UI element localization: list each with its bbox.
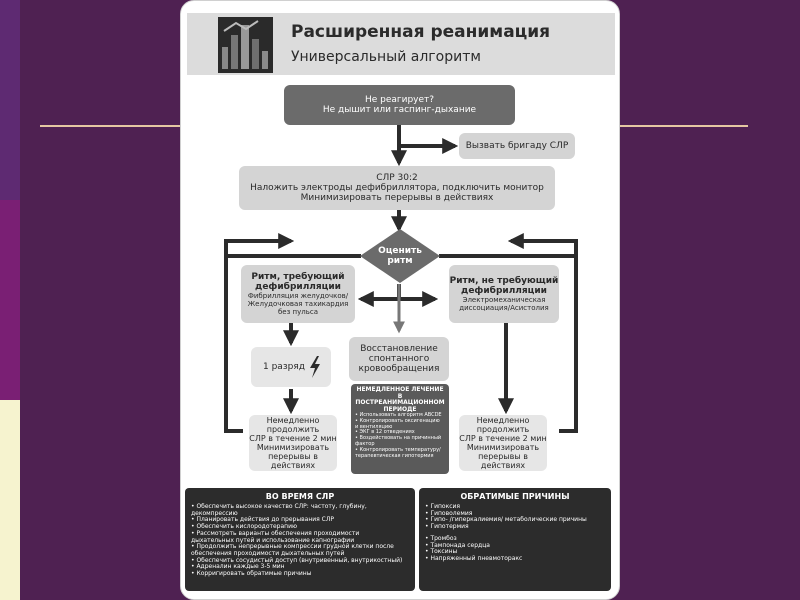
shockable-rhythm-box: Ритм, требующий дефибрилляции Фибрилляци… [241, 265, 355, 323]
during-cpr-item: декомпрессию [191, 509, 238, 517]
post-arrest-item: • Использовать алгоритм ABCDE [355, 412, 442, 418]
reversible-cause-item: • Напряженный пневмоторакс [425, 554, 523, 562]
shockable-text-3: без пульса [277, 308, 319, 316]
post-arrest-item: фактор [355, 440, 375, 447]
left-decor-strip-top [0, 0, 20, 200]
continue-cpr-right-box: Немедленно продолжить СЛР в течение 2 ми… [459, 415, 547, 471]
start-box: Не реагирует? Не дышит или гаспинг-дыхан… [284, 85, 515, 125]
reversible-cause-item: • Гипоксия [425, 503, 461, 510]
reversible-cause-item: • Токсины [425, 548, 458, 556]
reversible-causes-panel: ОБРАТИМЫЕ ПРИЧИНЫ • Гипоксия • Гиповолем… [419, 488, 611, 591]
during-cpr-item: • Обеспечить сосудистый доступ (внутриве… [191, 556, 403, 564]
reversible-cause-item: • Гипотермия [425, 523, 469, 531]
rosc-line-2: спонтанного [368, 354, 430, 364]
assess-line-1: Оценить [378, 246, 422, 256]
continue-left-line-1: Немедленно [266, 416, 320, 425]
continue-left-line-4: Минимизировать [256, 443, 330, 452]
assess-rhythm-label: Оценить ритм [369, 240, 431, 272]
continue-left-line-2: продолжить [266, 425, 320, 434]
during-cpr-item: • Обеспечить кислородотерапию [191, 523, 298, 531]
reversible-cause-item: • Гиповолемия [425, 509, 473, 517]
non-shockable-title-1: Ритм, не требующий [449, 276, 559, 286]
post-arrest-care-box: НЕМЕДЛЕННОЕ ЛЕЧЕНИЕ В ПОСТРЕАНИМАЦИОННОМ… [351, 384, 449, 474]
continue-cpr-left-box: Немедленно продолжить СЛР в течение 2 ми… [249, 415, 337, 471]
page-subtitle: Универсальный алгоритм [291, 49, 481, 65]
assess-line-2: ритм [387, 256, 413, 266]
during-cpr-item: • Продолжить непрерывные компрессии груд… [191, 543, 394, 551]
shockable-text-2: Желудочковая тахикардия [247, 300, 349, 308]
during-cpr-title: ВО ВРЕМЯ СЛР [265, 492, 335, 501]
reversible-cause-item: • Гипо- /гиперкалиемия/ метаболические п… [425, 516, 587, 524]
non-shockable-text-1: Электромеханическая [462, 296, 546, 304]
call-team-label: Вызвать бригаду СЛР [465, 141, 569, 151]
during-cpr-item: • Рассмотреть варианты обеспечения прохо… [191, 529, 360, 537]
during-cpr-item: • Адреналин каждые 3-5 мин [191, 563, 285, 571]
shockable-title-2: дефибрилляции [255, 282, 341, 292]
call-team-box: Вызвать бригаду СЛР [459, 133, 575, 159]
left-decor-strip-middle [0, 200, 20, 400]
lightning-icon [310, 356, 320, 378]
post-arrest-title-3: ПЕРИОДЕ [383, 405, 417, 413]
during-cpr-panel: ВО ВРЕМЯ СЛР • Обеспечить высокое качест… [185, 488, 415, 591]
post-arrest-title-1: НЕМЕДЛЕННОЕ ЛЕЧЕНИЕ В [356, 386, 444, 400]
post-arrest-item: • Воздействовать на причинный [355, 435, 442, 442]
left-decor-strip-bottom [0, 400, 20, 600]
during-cpr-item: • Корригировать обратимые причины [191, 570, 312, 578]
continue-right-line-4: Минимизировать [466, 443, 540, 452]
during-cpr-item: обеспечения проходимости дыхательных пут… [191, 549, 345, 557]
start-line-1: Не реагирует? [364, 95, 435, 105]
during-cpr-item: • Планировать действия до прерывания СЛР [191, 516, 334, 524]
post-arrest-item: • Контролировать оксигенацию [355, 417, 440, 424]
continue-right-line-1: Немедленно [476, 416, 530, 425]
continue-right-line-2: продолжить [476, 425, 530, 434]
logo-image [218, 17, 273, 73]
page-title: Расширенная реанимация [291, 22, 551, 42]
post-arrest-item: и вентиляцию [355, 423, 393, 430]
continue-left-line-3: СЛР в течение 2 мин [249, 434, 337, 443]
flow-arrows [224, 125, 578, 433]
cpr-line-3: Минимизировать перерывы в действиях [300, 193, 494, 203]
post-arrest-item: терапевтическая гипотермия [355, 452, 434, 459]
post-arrest-title-2: ПОСТРЕАНИМАЦИОННОМ [355, 399, 445, 406]
non-shockable-title-2: дефибрилляции [461, 286, 547, 296]
one-shock-label: 1 разряд [263, 362, 305, 372]
cpr-box: СЛР 30:2 Наложить электроды дефибриллято… [239, 166, 555, 210]
post-arrest-item: • Контролировать температуру/ [355, 446, 441, 453]
shockable-title-1: Ритм, требующий [251, 272, 345, 282]
non-shockable-rhythm-box: Ритм, не требующий дефибрилляции Электро… [449, 265, 559, 323]
reversible-cause-item: • Тромбоз [425, 534, 457, 542]
continue-right-line-5: перерывы в действиях [478, 452, 528, 470]
assess-rhythm-diamond [360, 229, 440, 283]
continue-left-line-5: перерывы в действиях [268, 452, 318, 470]
during-cpr-item: • Обеспечить высокое качество СЛР: часто… [191, 503, 367, 510]
reversible-cause-item: • Тампонада сердца [425, 541, 490, 549]
rosc-line-3: кровообращения [358, 364, 440, 374]
rosc-line-1: Восстановление [360, 344, 438, 354]
cpr-line-1: СЛР 30:2 [376, 173, 418, 183]
algorithm-card: Расширенная реанимация Универсальный алг… [180, 0, 620, 600]
start-line-2: Не дышит или гаспинг-дыхание [322, 105, 477, 115]
during-cpr-item: дыхательных путей и использование капног… [191, 536, 355, 544]
cpr-line-2: Наложить электроды дефибриллятора, подкл… [250, 183, 544, 193]
reversible-causes-title: ОБРАТИМЫЕ ПРИЧИНЫ [460, 492, 570, 501]
continue-right-line-3: СЛР в течение 2 мин [459, 434, 547, 443]
shockable-text-1: Фибрилляция желудочков/ [247, 292, 349, 300]
one-shock-box: 1 разряд [251, 347, 331, 387]
non-shockable-text-2: диссоциация/Асистолия [459, 304, 549, 312]
post-arrest-item: • ЭКГ в 12 отведениях [355, 429, 415, 436]
rosc-box: Восстановление спонтанного кровообращени… [349, 337, 449, 381]
